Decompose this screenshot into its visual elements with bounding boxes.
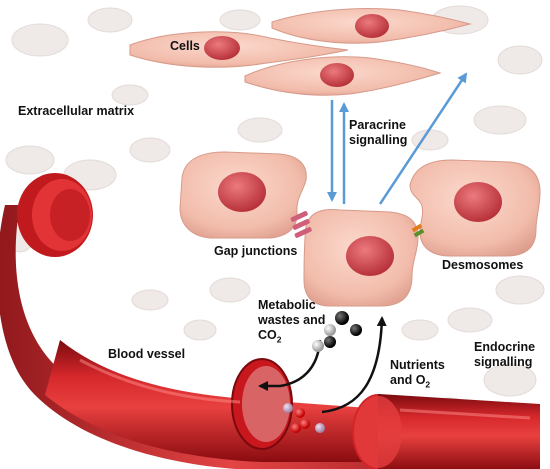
- label-paracrine-line2: signalling: [349, 133, 408, 147]
- desmosome-connector: [411, 223, 425, 238]
- label-metabolic-line1: Metabolic: [258, 298, 316, 312]
- label-desmosomes: Desmosomes: [442, 258, 524, 272]
- label-nutrients-base: and O: [390, 373, 426, 387]
- cell-right: [409, 159, 541, 257]
- label-nutrients-line1: Nutrients: [390, 358, 445, 372]
- label-endocrine-signalling: Endocrine signalling: [474, 340, 535, 370]
- label-cells: Cells: [170, 39, 200, 53]
- nutrient-arrow: [321, 316, 387, 414]
- gap-junction-connector: [290, 211, 312, 238]
- label-paracrine-line1: Paracrine: [349, 118, 406, 132]
- label-co2: CO2: [258, 328, 325, 345]
- label-co2-sub: 2: [276, 334, 282, 345]
- blood-particles: [283, 403, 325, 433]
- cell-left: [179, 151, 307, 239]
- cell-center: [303, 209, 419, 307]
- elongated-cell-3: [244, 56, 442, 96]
- elongated-cell-1: [129, 31, 349, 68]
- label-gap-junctions: Gap junctions: [214, 244, 298, 258]
- label-nutrients-line2: and O2: [390, 373, 445, 390]
- metabolic-waste-molecules: [312, 311, 362, 352]
- elongated-cell-2: [271, 8, 472, 44]
- label-metabolic-line2: wastes and: [258, 313, 326, 327]
- label-o2-sub: 2: [425, 379, 431, 390]
- label-co2-base: CO: [258, 328, 277, 342]
- paracrine-arrow-diagonal: [378, 72, 468, 205]
- paracrine-arrows: [327, 72, 468, 205]
- label-paracrine-signalling: Paracrine signalling: [349, 118, 407, 148]
- blood-vessel: [0, 173, 540, 469]
- label-endocrine-line1: Endocrine: [474, 340, 536, 354]
- label-extracellular-matrix: Extracellular matrix: [18, 104, 135, 118]
- label-endocrine-line2: signalling: [474, 355, 533, 369]
- label-blood-vessel: Blood vessel: [108, 347, 186, 361]
- label-nutrients: Nutrients and O2: [390, 358, 445, 390]
- label-metabolic-wastes: Metabolic wastes and CO2: [258, 298, 326, 345]
